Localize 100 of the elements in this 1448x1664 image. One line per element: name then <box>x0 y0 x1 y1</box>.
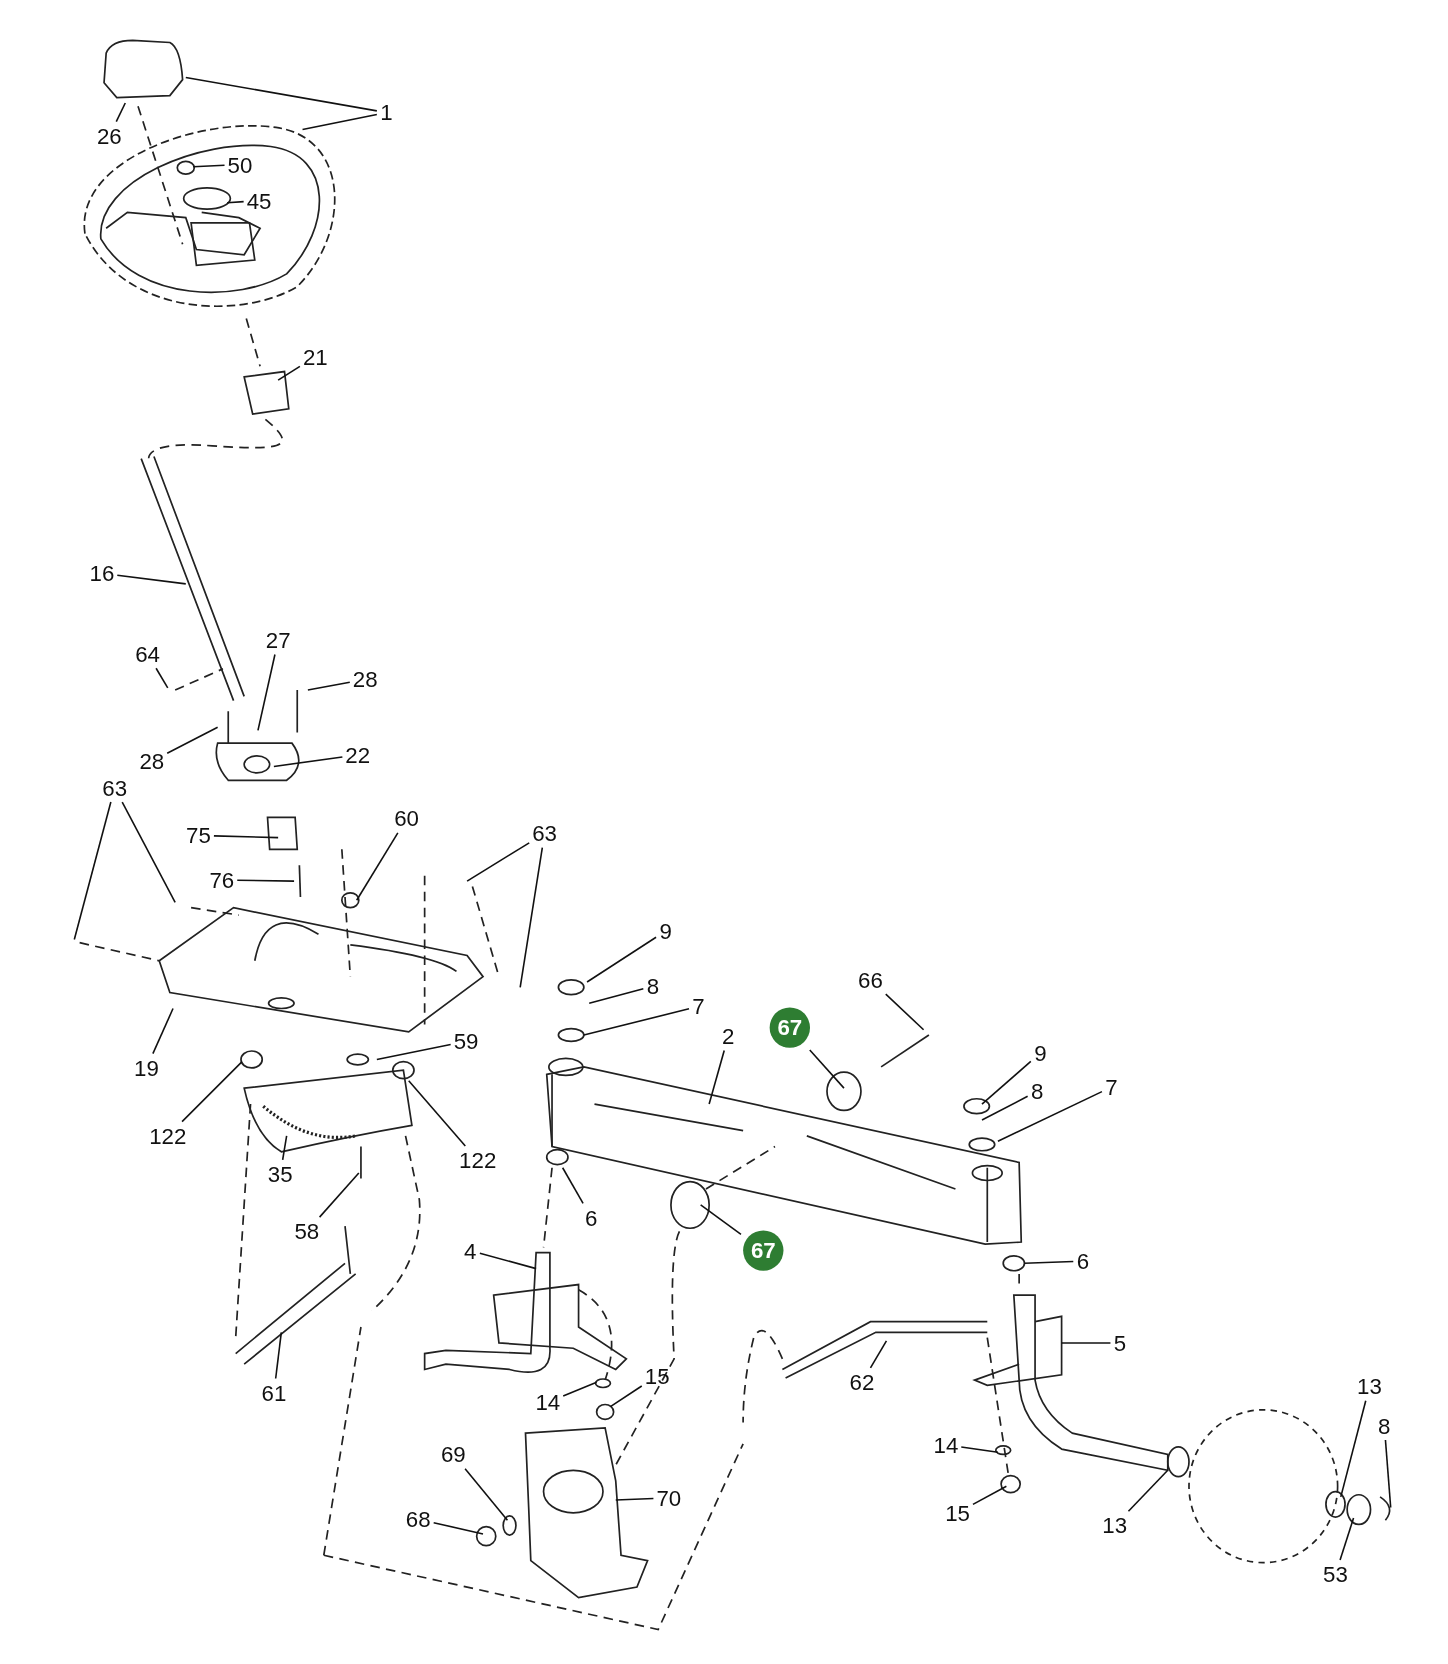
callout-number: 8 <box>1377 1413 1392 1438</box>
leader-line <box>699 1204 742 1236</box>
leader-line <box>73 801 112 941</box>
callout-number: 75 <box>185 823 212 848</box>
callout-number: 9 <box>1033 1040 1048 1066</box>
callout-number: 61 <box>260 1380 288 1406</box>
leader-line <box>273 756 344 768</box>
leader-line <box>181 1060 243 1123</box>
leader-line <box>301 113 378 131</box>
leader-line <box>562 1381 598 1397</box>
callout-number: 63 <box>531 821 559 846</box>
leader-line <box>1384 1439 1392 1509</box>
callout-number: 1 <box>379 100 394 125</box>
leader-line <box>376 1043 452 1061</box>
callout-number: 8 <box>645 974 661 999</box>
leader-line <box>152 1007 174 1055</box>
callout-number: 26 <box>95 123 123 149</box>
callout-number: 122 <box>148 1123 188 1149</box>
leader-line <box>115 102 127 123</box>
callout-number: 14 <box>534 1390 562 1415</box>
leader-line <box>708 1049 726 1105</box>
leader-line <box>116 574 187 585</box>
leader-line <box>213 835 279 839</box>
callout-number: 28 <box>351 667 379 692</box>
leader-line <box>519 846 544 989</box>
leader-line <box>561 1166 584 1205</box>
callout-number: 63 <box>101 775 129 800</box>
leader-line <box>407 1079 467 1147</box>
leader-line <box>1340 1400 1367 1498</box>
leader-line <box>281 1135 288 1161</box>
callout-number: 58 <box>293 1219 321 1244</box>
callout-number: 22 <box>344 742 372 767</box>
callout-number: 8 <box>1029 1079 1045 1104</box>
leader-line <box>185 76 378 112</box>
callout-number: 19 <box>133 1055 160 1081</box>
callout-number: 64 <box>134 641 161 667</box>
leader-line <box>479 1252 537 1270</box>
leader-line <box>155 667 169 689</box>
leader-line <box>997 1090 1103 1142</box>
leader-line <box>166 726 219 754</box>
callout-number: 60 <box>393 806 421 831</box>
callout-number: 15 <box>643 1363 671 1389</box>
callout-number: 13 <box>1101 1513 1129 1538</box>
callout-number: 35 <box>266 1161 294 1187</box>
callout-number: 69 <box>439 1442 467 1467</box>
leader-line <box>464 1467 509 1521</box>
leader-line <box>277 365 301 381</box>
leader-line <box>588 987 645 1004</box>
leader-line <box>236 879 295 882</box>
callout-number: 7 <box>691 994 706 1019</box>
leader-line <box>869 1340 888 1369</box>
callout-number: 70 <box>655 1485 683 1511</box>
callout-number: 76 <box>208 867 236 893</box>
callout-number: 21 <box>301 344 329 369</box>
leader-line <box>355 832 399 902</box>
callout-number: 2 <box>721 1023 736 1049</box>
leader-line <box>1127 1469 1169 1512</box>
callout-number: 6 <box>584 1205 599 1230</box>
leader-line <box>318 1172 360 1218</box>
leader-line <box>307 681 351 691</box>
callout-number: 62 <box>848 1370 876 1395</box>
callout-number: 27 <box>264 627 292 653</box>
leader-line <box>809 1049 845 1089</box>
callout-number: 28 <box>138 748 166 774</box>
leader-line <box>609 1385 643 1408</box>
callout-number: 50 <box>226 152 254 177</box>
callout-number: 59 <box>452 1029 480 1054</box>
leader-line <box>192 164 226 168</box>
callout-number: 5 <box>1112 1330 1128 1356</box>
callout-number: 4 <box>463 1238 478 1263</box>
callout-number: 9 <box>658 918 673 944</box>
leader-line <box>884 993 925 1031</box>
callout-number: 13 <box>1356 1374 1383 1399</box>
leader-line <box>614 1497 655 1501</box>
leader-line <box>981 1095 1029 1121</box>
leader-line <box>960 1446 999 1454</box>
callout-number: 68 <box>404 1506 432 1532</box>
highlighted-callout-number: 67 <box>743 1230 784 1271</box>
callout-number: 14 <box>932 1432 960 1458</box>
leader-line <box>226 200 245 204</box>
callout-number: 6 <box>1075 1248 1091 1274</box>
callout-number: 15 <box>944 1500 971 1525</box>
leader-line <box>981 1060 1032 1105</box>
leader-line <box>1339 1517 1355 1561</box>
callout-number: 16 <box>88 561 116 586</box>
leader-line <box>586 936 657 983</box>
leader-line <box>1060 1342 1112 1344</box>
leader-line <box>274 1331 283 1380</box>
leader-line <box>972 1485 1008 1506</box>
highlighted-callout-number: 67 <box>769 1007 810 1048</box>
callout-number: 53 <box>1322 1562 1349 1587</box>
leader-line <box>466 842 530 882</box>
leader-line <box>121 801 176 904</box>
callout-number: 45 <box>245 188 273 213</box>
leader-line <box>432 1521 484 1535</box>
leader-line <box>257 653 276 732</box>
leader-line <box>1023 1260 1075 1265</box>
leader-line <box>583 1008 690 1036</box>
callout-number: 7 <box>1104 1074 1119 1100</box>
callout-number: 66 <box>857 967 884 993</box>
